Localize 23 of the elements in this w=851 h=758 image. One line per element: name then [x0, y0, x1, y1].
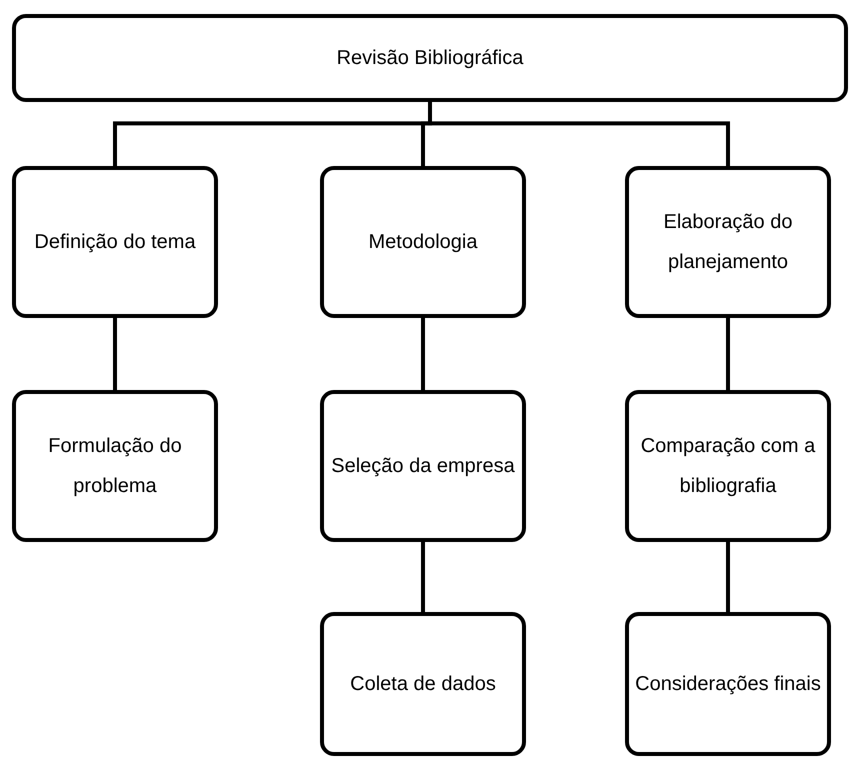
box-label: Seleção da empresa	[330, 454, 516, 479]
process-box	[12, 14, 848, 102]
box-label: Coleta de dados	[349, 672, 497, 697]
box-label: Revisão Bibliográfica	[336, 46, 524, 71]
connector-line	[421, 542, 425, 612]
process-box	[625, 390, 831, 542]
process-box	[625, 166, 831, 318]
box-label: Considerações finais	[634, 672, 822, 697]
box-label: Elaboração do planejamento	[662, 210, 794, 275]
connector-line	[113, 318, 117, 390]
box-label: Formulação do problema	[47, 434, 183, 499]
process-box	[320, 612, 526, 756]
connector-line	[421, 318, 425, 390]
box-label: Comparação com a bibliografia	[640, 434, 816, 499]
box-label: Metodologia	[368, 230, 478, 255]
connector-line	[726, 318, 730, 390]
process-box	[320, 390, 526, 542]
connector-line	[726, 542, 730, 612]
process-box	[12, 390, 218, 542]
process-box	[320, 166, 526, 318]
process-box	[12, 166, 218, 318]
box-label: Definição do tema	[33, 230, 197, 255]
process-box	[625, 612, 831, 756]
